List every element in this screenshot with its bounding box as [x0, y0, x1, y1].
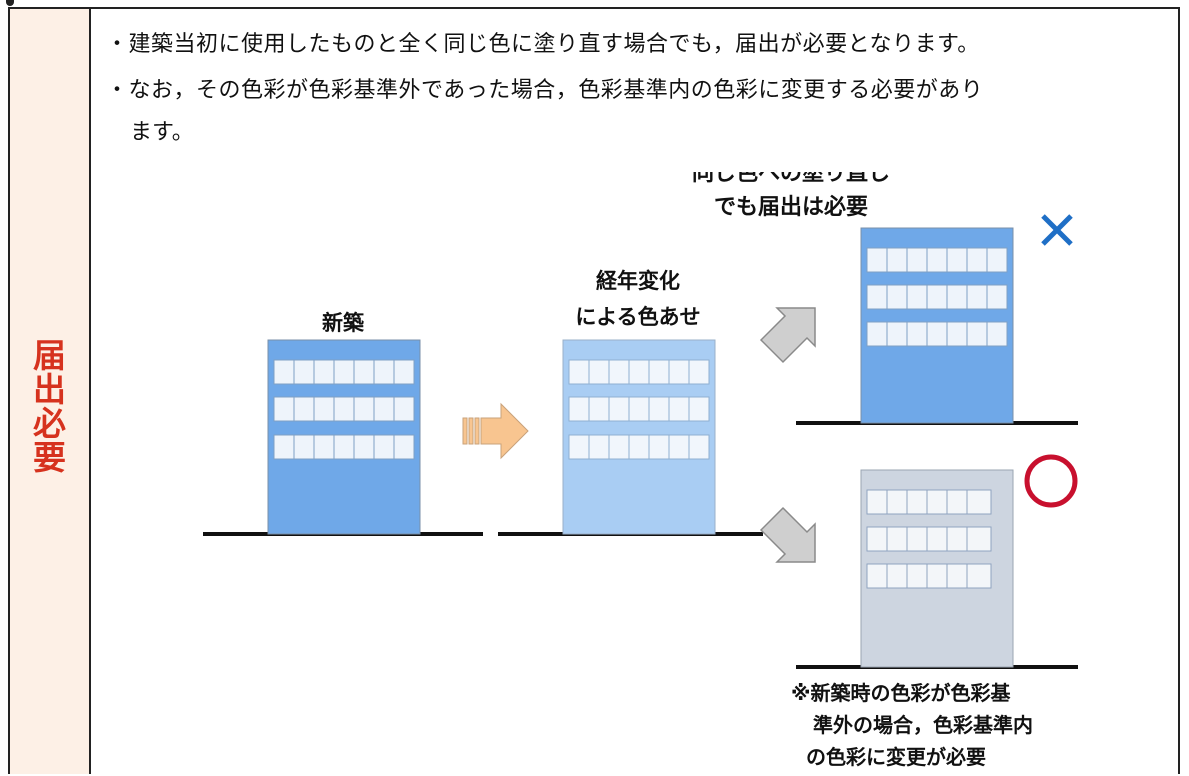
category-char: 出: [33, 370, 66, 409]
down-right-arrow-icon: [759, 506, 816, 563]
bullet-text-1: ・建築当初に使用したものと全く同じ色に塗り直す場合でも，届出が必要となります。: [106, 32, 980, 57]
top-bar: [0, 0, 1189, 9]
building-icon: [860, 469, 1014, 668]
top-strip: [0, 0, 1189, 14]
same-color-title-line1: 同じ色への塗り直し: [692, 172, 890, 186]
note-line3: の色彩に変更が必要: [806, 745, 986, 769]
category-char: 要: [33, 438, 66, 477]
repaint-diagram: 同じ色への塗り直し でも届出は必要 新築 経年変化 による色あせ: [173, 160, 1103, 772]
bullet-text-2: ・なお，その色彩が色彩基準外であった場合，色彩基準内の色彩に変更する必要があり: [106, 78, 984, 103]
category-label: 届 出 必 要: [10, 339, 89, 475]
note-line1: ※新築時の色彩が色彩基: [791, 681, 1011, 705]
category-char: 必: [33, 404, 66, 443]
faded-label-line1: 経年変化: [596, 269, 680, 293]
building-icon: [860, 227, 1014, 424]
new-building-label: 新築: [322, 311, 365, 335]
up-right-arrow-icon: [759, 307, 816, 364]
right-arrow-icon: [462, 402, 529, 460]
faded-label-line2: による色あせ: [575, 305, 700, 329]
same-color-title-line2: でも届出は必要: [714, 194, 868, 220]
diagram-svg: 同じ色への塗り直し でも届出は必要 新築 経年変化 による色あせ: [173, 160, 1103, 772]
category-cell: 届 出 必 要: [8, 7, 91, 774]
building-icon: [562, 339, 716, 535]
bullet-text-2-continued: ます。: [130, 120, 194, 145]
building-icon: [267, 339, 421, 535]
bullet-dot-icon: [6, 0, 14, 6]
cross-icon: [1041, 214, 1073, 246]
note-line2: 準外の場合，色彩基準内: [813, 713, 1033, 737]
category-char: 届: [33, 336, 66, 375]
circle-icon: [1024, 454, 1078, 508]
